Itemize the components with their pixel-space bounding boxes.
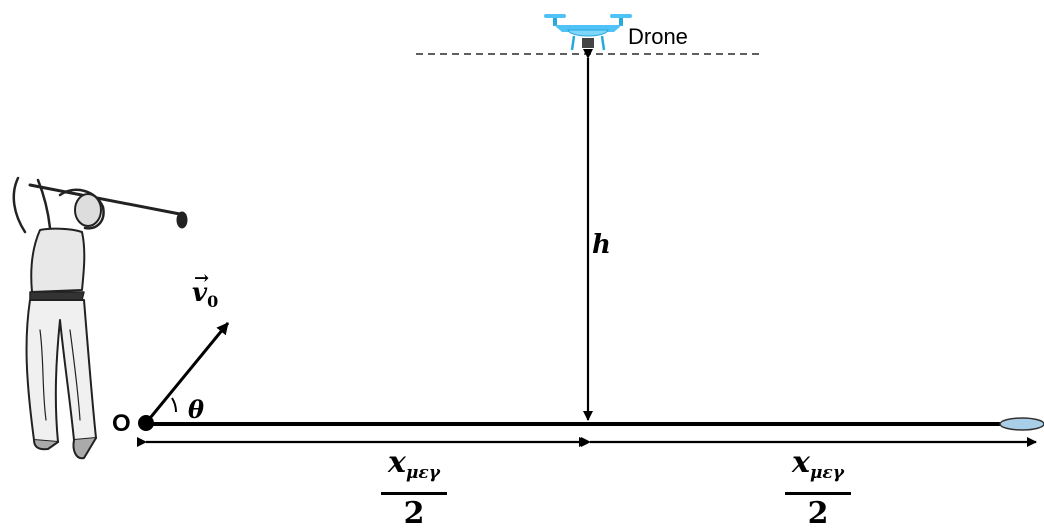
- vector-arrow-icon: →: [194, 268, 210, 289]
- diagram-stage: Drone O h θ → v0 xμεγ 2 xμεγ 2: [12, 14, 1044, 529]
- angle-label: θ: [188, 395, 205, 424]
- fraction-bar: [785, 492, 851, 495]
- velocity-symbol: v: [192, 278, 208, 308]
- velocity-arrow: [144, 322, 230, 424]
- fraction-bar: [381, 492, 447, 495]
- origin-label: O: [112, 410, 131, 437]
- diagram-svg: [12, 14, 1044, 460]
- angle-arc: [171, 397, 178, 413]
- distance-fraction-right: xμεγ 2: [773, 446, 863, 529]
- golf-hole-icon: [999, 417, 1044, 431]
- velocity-label: → v0: [192, 270, 219, 312]
- golfer-figure: [12, 176, 188, 460]
- velocity-subscript: 0: [207, 292, 219, 312]
- fraction-denominator: 2: [807, 496, 829, 531]
- fraction-numerator: xμεγ: [388, 445, 440, 484]
- drone-label: Drone: [628, 24, 688, 49]
- fraction-denominator: 2: [403, 496, 425, 531]
- distance-fraction-left: xμεγ 2: [369, 446, 459, 529]
- height-label: h: [592, 230, 611, 260]
- fraction-numerator: xμεγ: [792, 445, 844, 484]
- drone-icon: [544, 14, 632, 51]
